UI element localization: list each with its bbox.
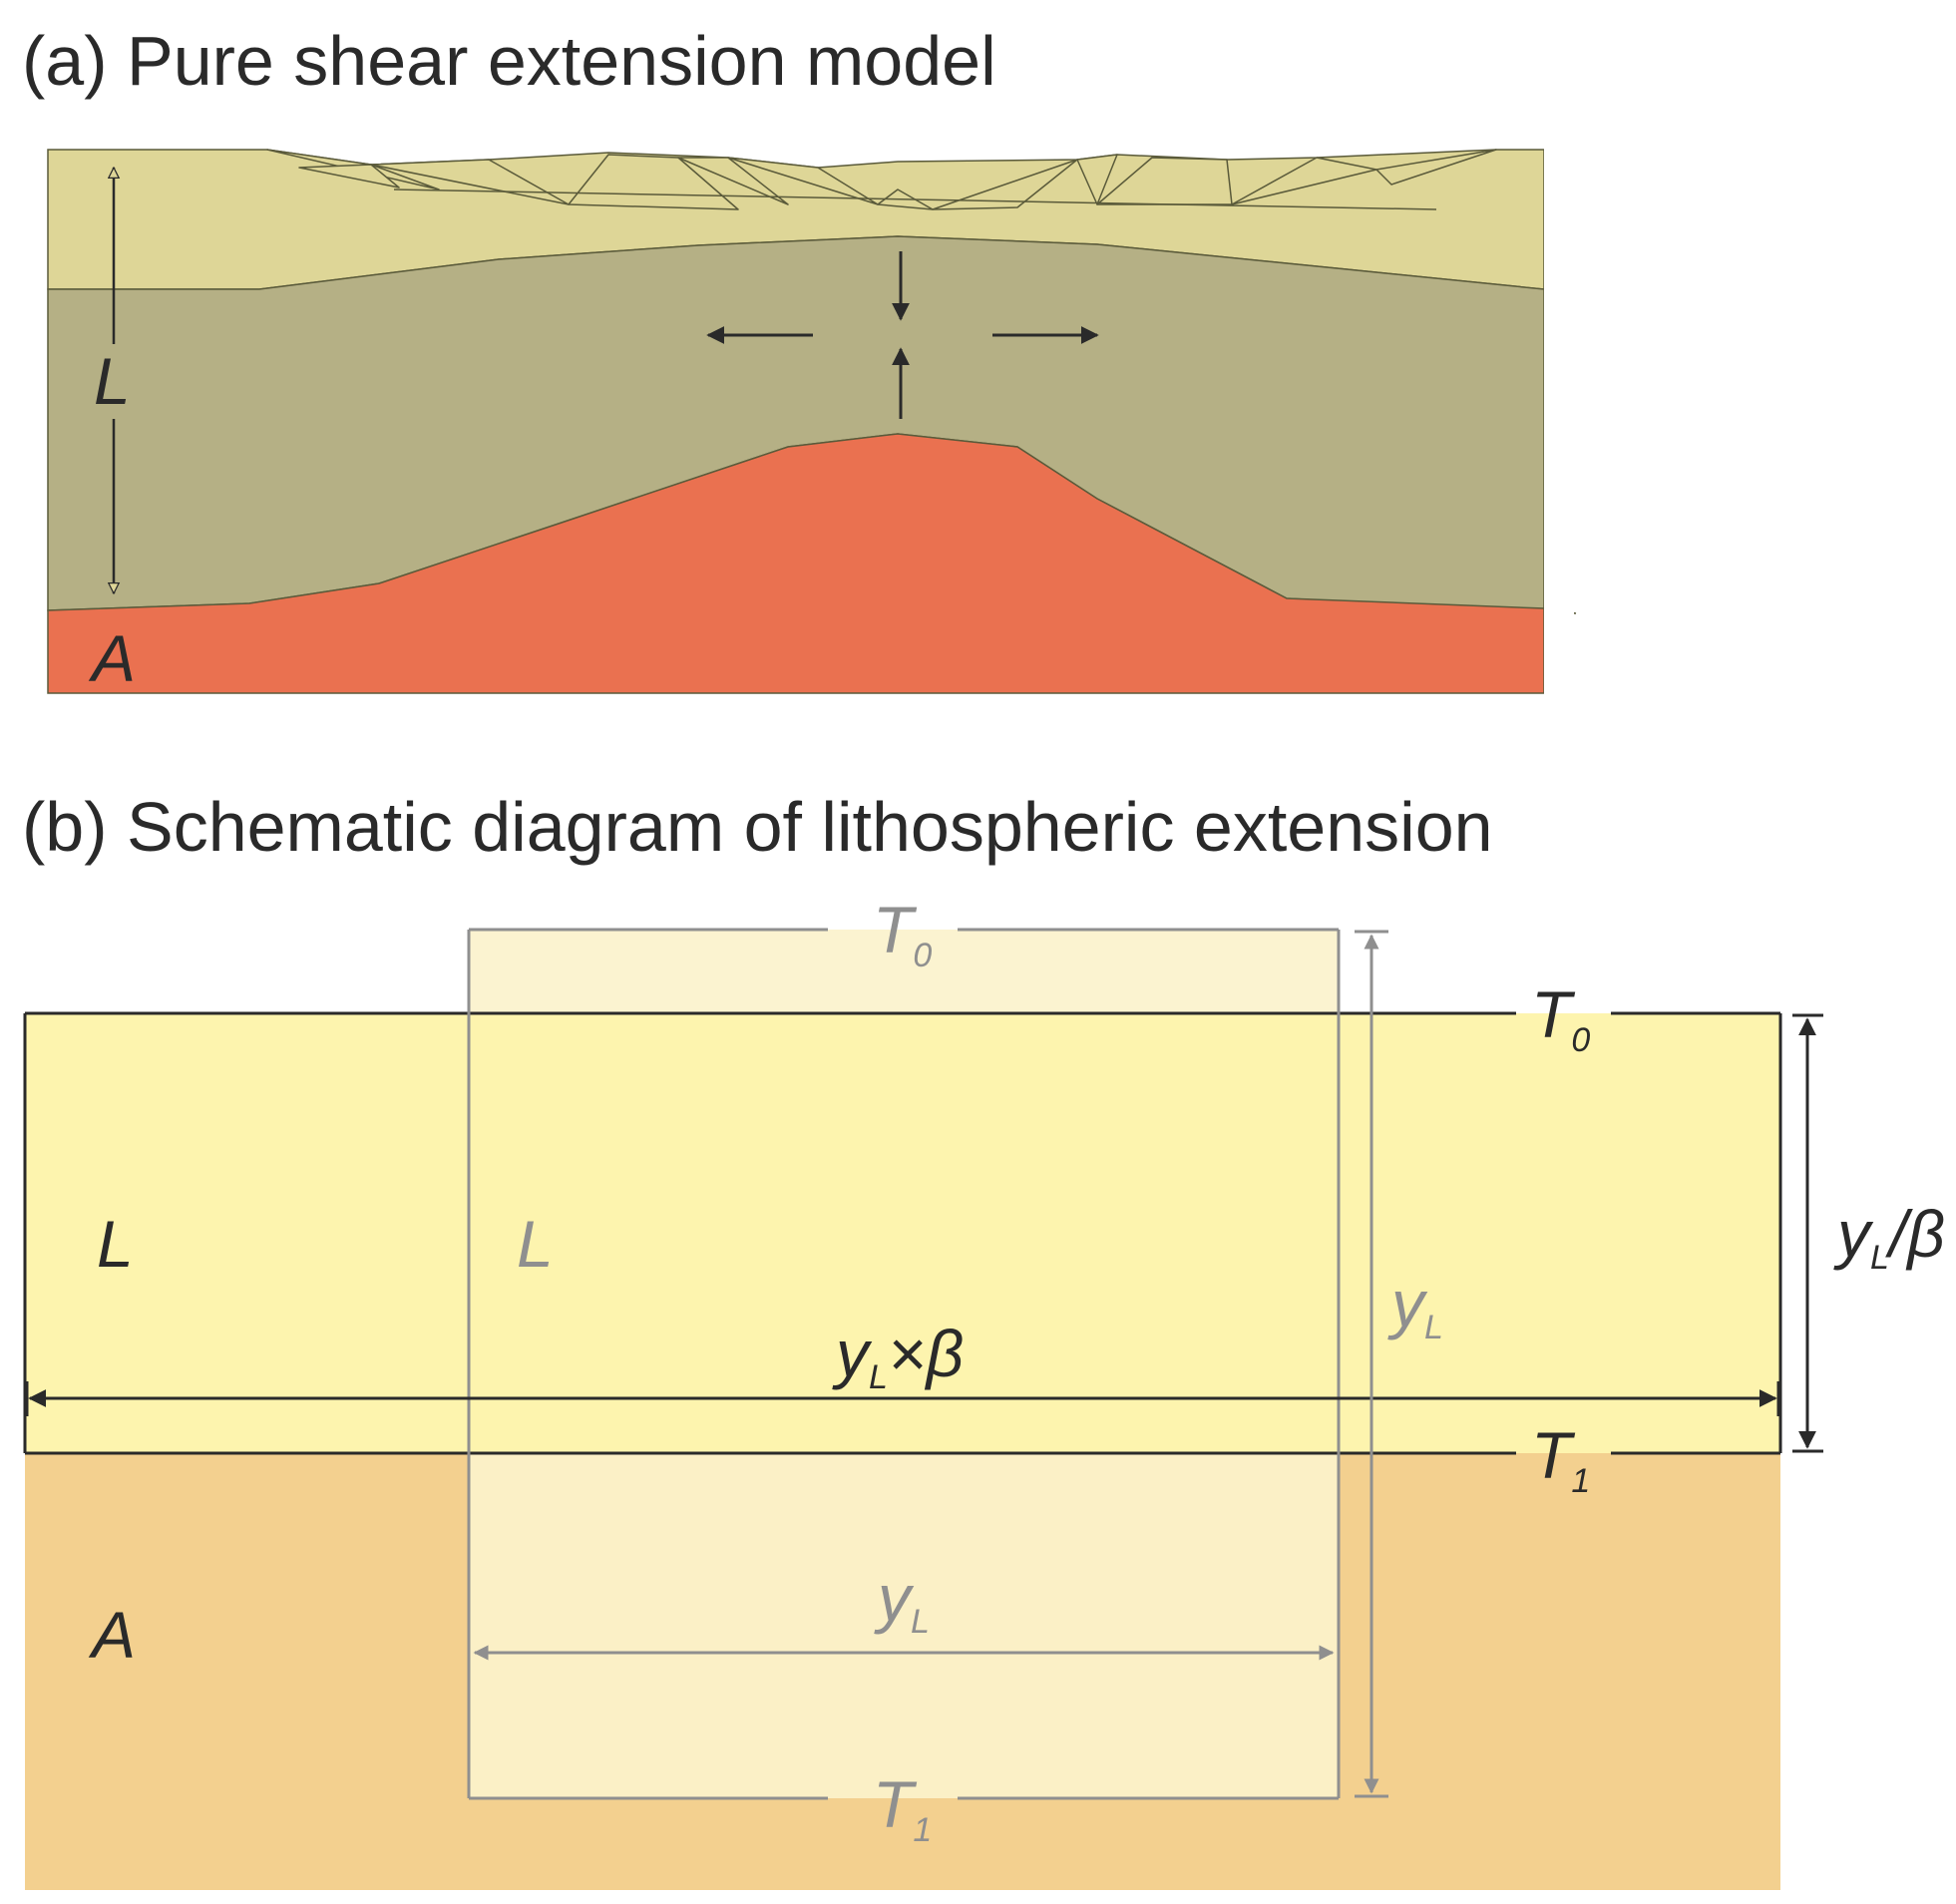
label-original-height: yL — [1387, 1267, 1443, 1346]
fault-blocks — [266, 149, 1497, 210]
panel-b-title: (b) Schematic diagram of lithospheric ex… — [22, 788, 1493, 866]
label-t0-original: T0 — [873, 893, 932, 974]
label-t1-stretched: T1 — [1531, 1418, 1590, 1500]
label-l-original: L — [517, 1207, 554, 1281]
label-a-panel-b: A — [88, 1598, 136, 1672]
original-lithosphere-top — [469, 930, 1339, 1013]
label-stretched-width: yL×β — [832, 1317, 964, 1396]
label-l-panel-a: L — [94, 344, 131, 418]
stretched-outline — [23, 1011, 1782, 1455]
panel-a-title: (a) Pure shear extension model — [22, 22, 996, 100]
label-l-stretched: L — [97, 1207, 134, 1281]
label-t0-stretched: T0 — [1531, 977, 1590, 1059]
label-t1-original: T1 — [873, 1767, 932, 1849]
original-outline — [467, 928, 1341, 1800]
lithosphere-thickness-arrow: L — [94, 168, 131, 593]
stress-arrows — [706, 251, 1099, 419]
original-lithosphere-bottom — [469, 1453, 1339, 1798]
label-a-panel-a: A — [88, 621, 136, 695]
panel-b: (b) Schematic diagram of lithospheric ex… — [22, 788, 1945, 1890]
stretched-lithosphere-block — [25, 1013, 1780, 1453]
label-original-width: yL — [874, 1561, 930, 1641]
label-stretched-height: yL/β — [1833, 1197, 1945, 1277]
panel-a: (a) Pure shear extension model — [22, 22, 1577, 698]
